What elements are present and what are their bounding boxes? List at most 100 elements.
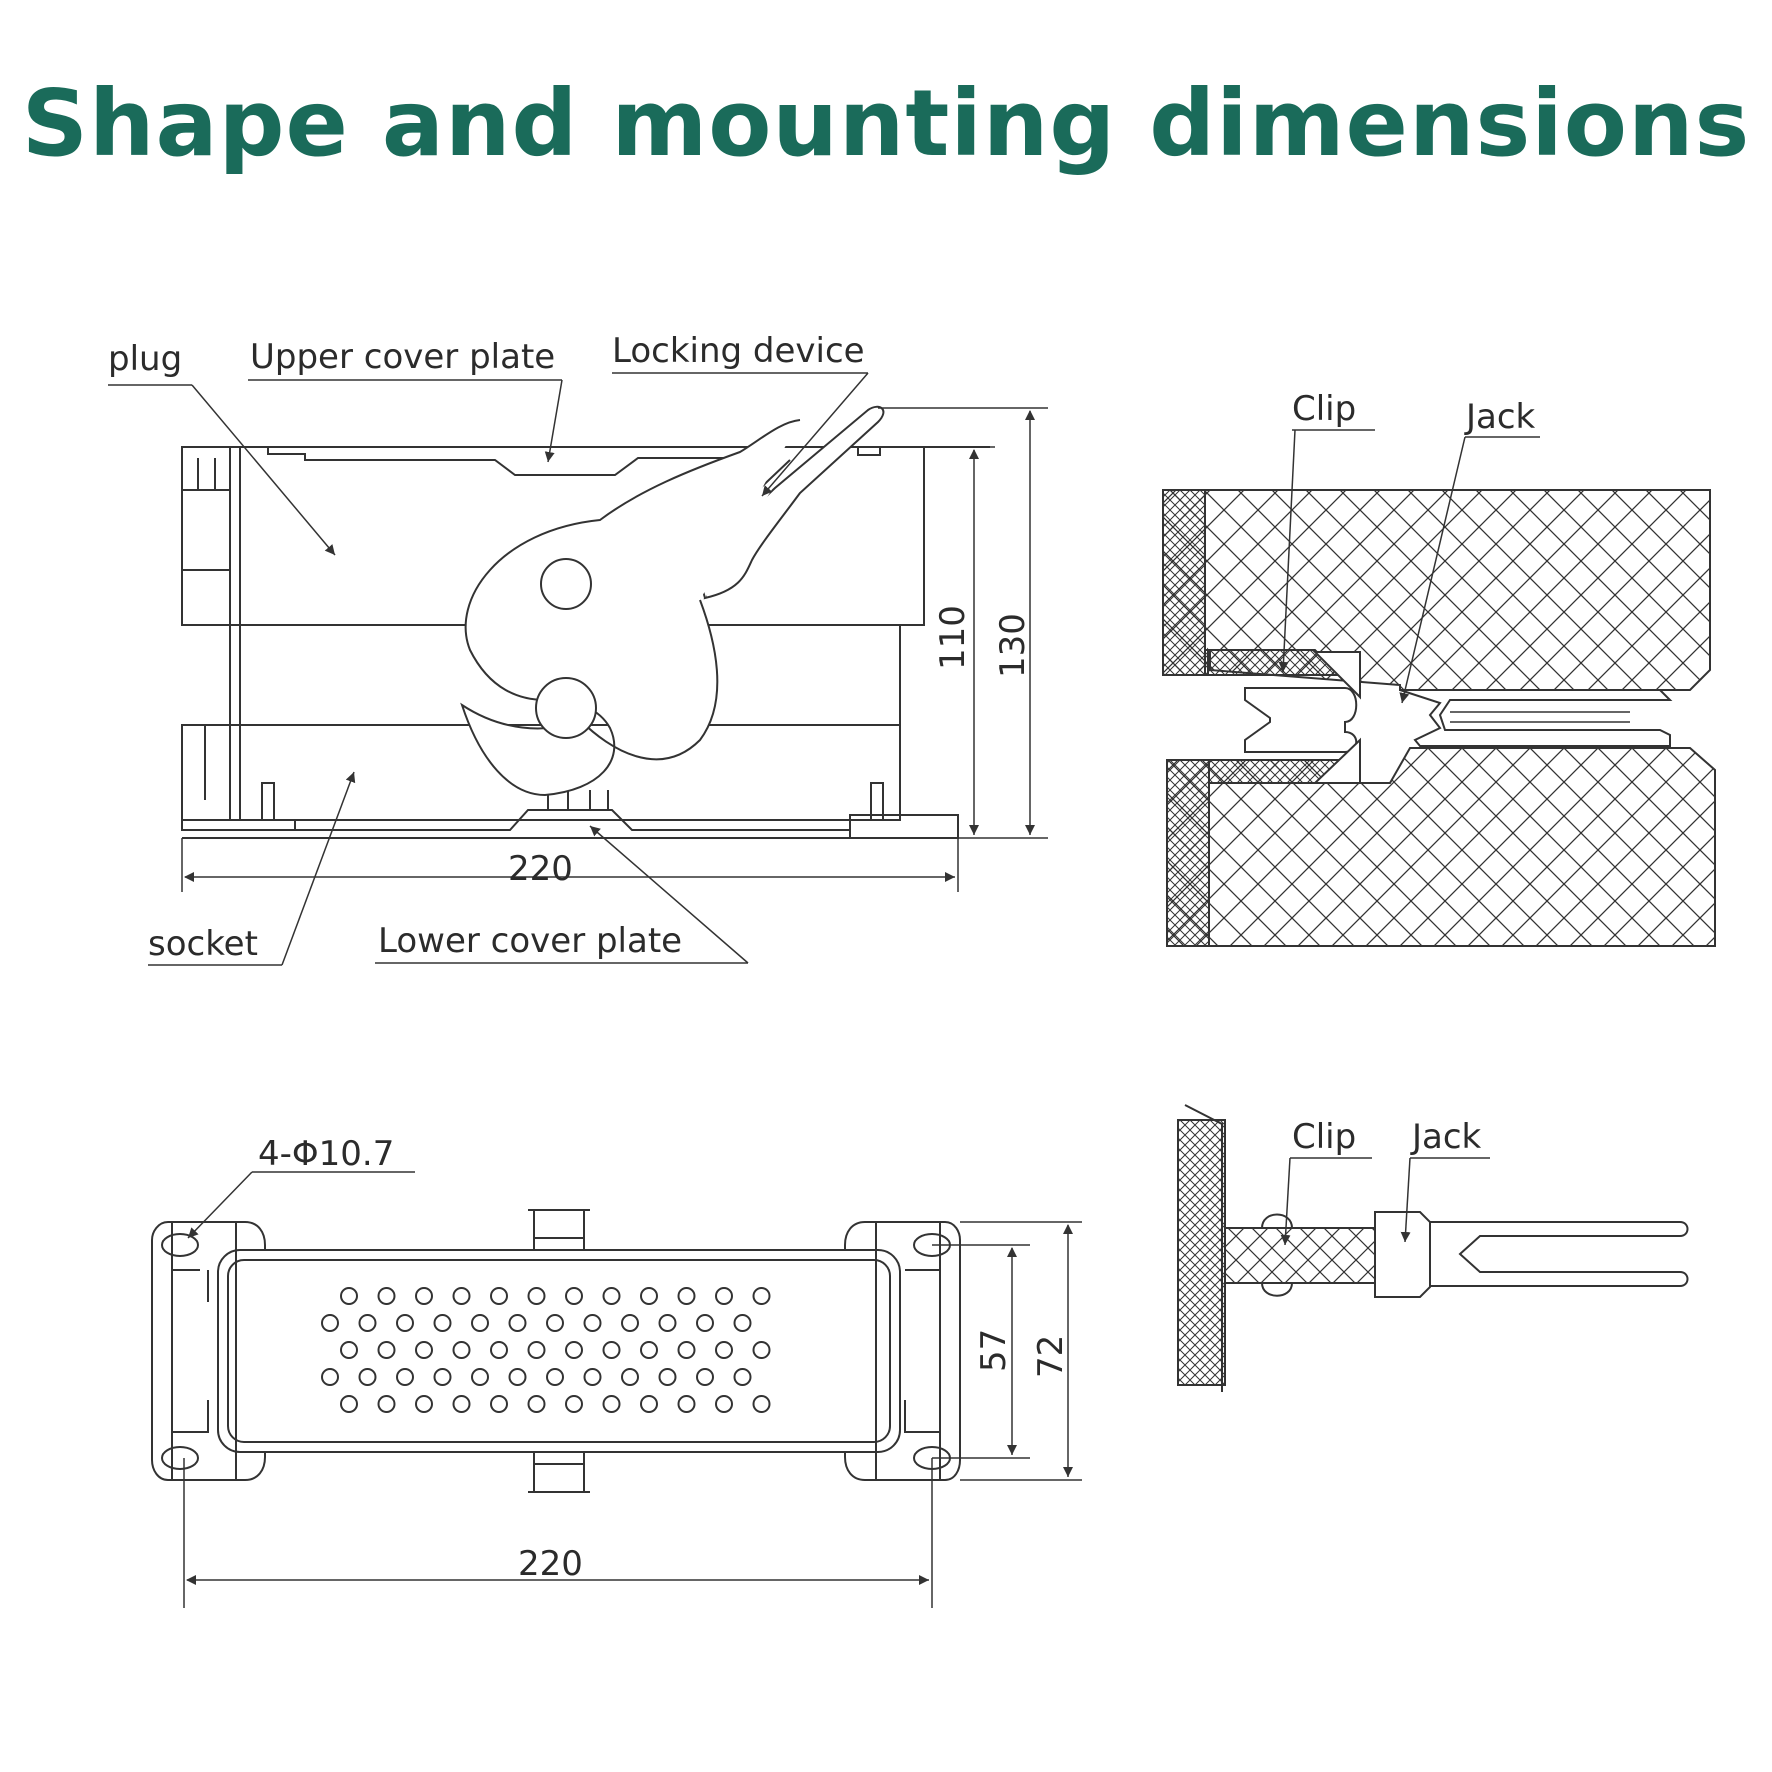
pin-hole (527, 1395, 546, 1413)
label-mounting-holes: 4-Φ10.7 (258, 1134, 394, 1174)
pin-hole (640, 1287, 658, 1305)
pin-hole (490, 1395, 508, 1413)
pin-hole (471, 1314, 489, 1332)
side-view-dimensions (181, 407, 1048, 892)
mounting-hole (161, 1446, 199, 1470)
section-leaders (1278, 429, 1540, 704)
pin-hole (433, 1314, 452, 1332)
pin-hole (733, 1314, 752, 1332)
pin-hole (602, 1287, 621, 1305)
pin-hole (658, 1314, 677, 1332)
top-view-leaders (187, 1171, 415, 1239)
section-view: Clip Jack (1162, 389, 1716, 947)
pin-hole (565, 1395, 583, 1413)
pin-hole (621, 1314, 639, 1332)
pin-hole (546, 1368, 564, 1386)
pin-hole (715, 1287, 733, 1305)
pin-hole (677, 1395, 696, 1413)
label-section-jack: Jack (1464, 397, 1536, 437)
pin-hole (752, 1287, 771, 1305)
pin-hole (358, 1368, 377, 1386)
dim-top-inner-height: 57 (974, 1329, 1014, 1372)
contact-pin (1244, 651, 1673, 784)
lever-pivot-lower (535, 677, 597, 739)
pin-hole (340, 1287, 358, 1305)
lever-pivot-upper (540, 558, 592, 610)
pin-hole (602, 1395, 621, 1413)
pin-hole (452, 1287, 471, 1305)
pin-hole (696, 1314, 714, 1332)
center-clips (528, 1209, 590, 1493)
pin-hole (752, 1341, 771, 1359)
pin-hole-grid (321, 1287, 771, 1413)
lower-insulator (1166, 747, 1716, 947)
dim-top-total-height: 72 (1031, 1335, 1071, 1378)
contact-jack (1374, 1211, 1689, 1298)
pin-hole (415, 1395, 433, 1413)
pin-hole (508, 1368, 527, 1386)
pin-hole (677, 1287, 696, 1305)
pin-hole (377, 1287, 396, 1305)
side-view: plug Upper cover plate Locking device so… (108, 331, 1048, 966)
insert-face (217, 1249, 901, 1453)
dim-side-inner-height: 110 (933, 605, 973, 670)
pin-hole (396, 1314, 414, 1332)
pin-hole (752, 1395, 771, 1413)
pin-hole (415, 1287, 433, 1305)
dim-top-width: 220 (518, 1544, 583, 1584)
top-view-dimensions (183, 1221, 1082, 1608)
dim-side-total-height: 130 (993, 613, 1033, 678)
pin-hole (715, 1395, 733, 1413)
pin-hole (677, 1341, 696, 1359)
pin-hole (321, 1314, 339, 1332)
pin-hole (527, 1341, 546, 1359)
pin-hole (733, 1368, 752, 1386)
dim-side-width: 220 (508, 849, 573, 889)
pin-hole (565, 1341, 583, 1359)
pin-hole (602, 1341, 621, 1359)
lower-cover-plate (181, 790, 959, 839)
label-socket: socket (148, 924, 258, 964)
upper-cover-plate (182, 446, 990, 476)
pin-hole (583, 1368, 602, 1386)
pin-hole (565, 1287, 583, 1305)
contact-leaders (1280, 1157, 1490, 1246)
pin-hole (415, 1341, 433, 1359)
side-view-leaders (108, 372, 869, 966)
pin-hole (527, 1287, 546, 1305)
top-view: 4-Φ10.7 220 57 72 (151, 1134, 1082, 1608)
pin-hole (490, 1341, 508, 1359)
pin-hole (640, 1395, 658, 1413)
pin-hole (696, 1368, 714, 1386)
pin-hole (546, 1314, 564, 1332)
upper-insulator (1162, 489, 1711, 700)
contact-crimp-sleeve (1224, 1213, 1376, 1297)
pin-hole (396, 1368, 414, 1386)
pin-hole (452, 1341, 471, 1359)
pin-hole (452, 1395, 471, 1413)
mounting-hole (161, 1233, 199, 1257)
pin-hole (471, 1368, 489, 1386)
pin-hole (358, 1314, 377, 1332)
label-contact-jack: Jack (1410, 1117, 1482, 1157)
pin-hole (715, 1341, 733, 1359)
pin-hole (490, 1287, 508, 1305)
pin-hole (321, 1368, 339, 1386)
mounting-flange (151, 1221, 961, 1481)
pin-hole (433, 1368, 452, 1386)
label-upper-cover-plate: Upper cover plate (250, 337, 555, 377)
pin-hole (621, 1368, 639, 1386)
locking-lever (460, 405, 885, 797)
pin-hole (340, 1395, 358, 1413)
label-contact-clip: Clip (1292, 1117, 1356, 1157)
label-locking-device: Locking device (612, 331, 865, 371)
label-section-clip: Clip (1292, 389, 1356, 429)
pin-hole (583, 1314, 602, 1332)
contact-view: Clip Jack (1177, 1104, 1689, 1392)
pin-hole (640, 1341, 658, 1359)
page-title: Shape and mounting dimensions (21, 70, 1751, 177)
pin-hole (658, 1368, 677, 1386)
pin-hole (377, 1395, 396, 1413)
pin-hole (508, 1314, 527, 1332)
